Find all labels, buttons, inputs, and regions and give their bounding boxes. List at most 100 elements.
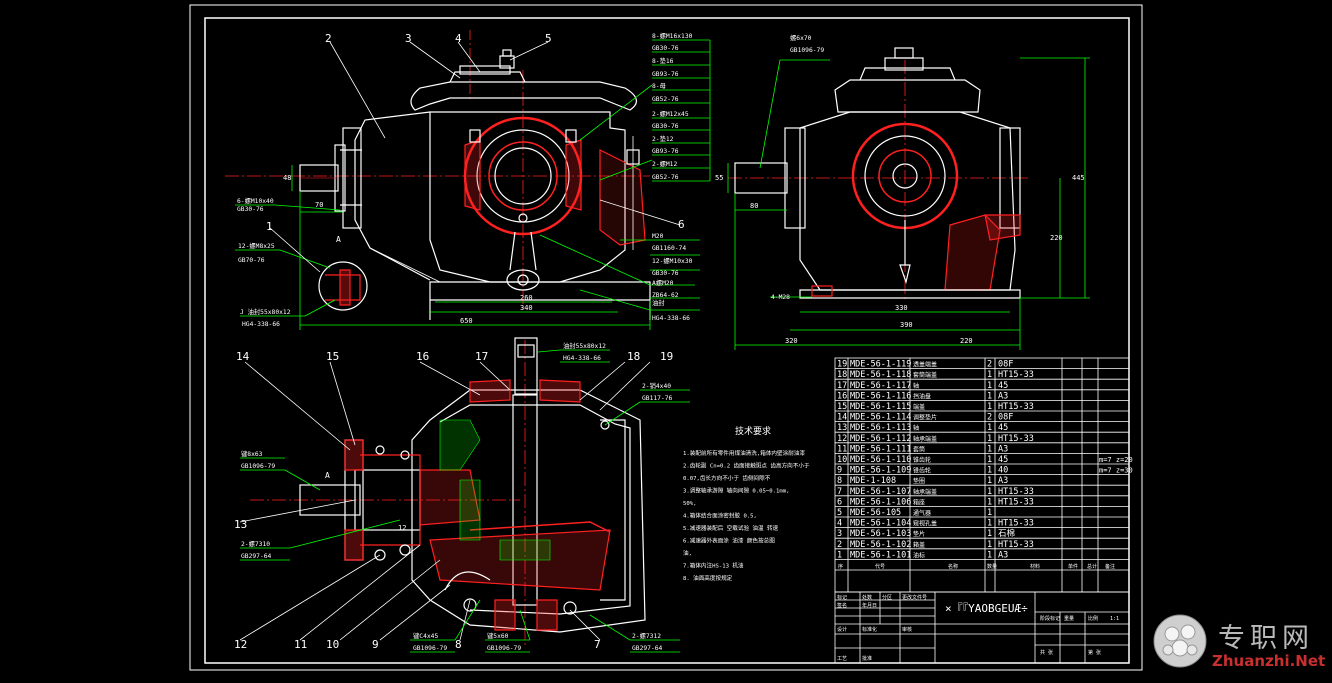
callout-label: GB1096-79 [241,463,275,470]
callout-label: GB52-76 [652,96,679,103]
part-balloon: 6 [678,218,685,231]
outer-frame [189,4,1143,671]
callout-label: 2-螺M12 [652,159,677,168]
side-view-dimensions [727,57,1090,350]
title-cell: 第 张 [1088,649,1101,656]
title-cell: 标准化 [862,626,877,633]
detail-label: A [336,235,341,244]
part-qty: 1 [987,519,992,529]
part-note: m=7 z=30 [1099,467,1133,475]
dimension-value: 650 [460,317,473,325]
dimension-value: 390 [900,321,913,329]
title-cell: 比例 [1088,615,1098,622]
tech-note-line: 7.箱体内注HS-13 机油 [683,562,744,570]
part-balloon: 8 [455,638,462,651]
section-label: 12 [398,524,406,532]
part-name: 锥齿轮 [913,456,931,464]
tech-note-line: 3.调整轴承游隙 轴向间隙 0.05~0.1mm, [683,487,789,495]
part-name: 端盖 [913,403,925,411]
part-qty: 1 [987,402,992,412]
callout-label: GB30-76 [652,45,679,52]
part-code: MDE-56-1-102 [850,540,911,550]
part-name: 箱盖 [913,541,925,549]
part-name: 油标 [913,551,925,559]
part-material: 45 [998,423,1008,433]
part-material: HT15-33 [998,487,1034,497]
part-number: 15 [837,402,847,412]
callout-label: GB117-76 [642,395,673,402]
callout-label: GB52-76 [652,174,679,181]
part-code: MDE-56-1-104 [850,519,911,529]
part-qty: 2 [987,413,992,423]
callout-label: 油封55x80x12 [563,341,606,350]
part-code: MDE-56-1-115 [850,402,911,412]
part-name: 套筒端盖 [913,371,937,379]
part-number: 3 [837,529,842,539]
part-balloon: 7 [594,638,601,651]
title-cell: 分区 [882,594,892,601]
table-header: 备注 [1105,563,1115,570]
part-code: MDE-56-1-103 [850,529,911,539]
callout-label: 键5x60 [487,631,509,640]
tech-note-line: 50%, [683,501,696,507]
dimension-value: 48 [283,174,291,182]
part-number: 17 [837,381,847,391]
title-cell: 批准 [862,655,872,662]
callout-label: GB30-76 [237,206,264,213]
tech-note-line: 4.箱体结合面涂密封胶 0.5, [683,512,757,520]
part-balloon: 17 [475,350,488,363]
part-number: 7 [837,487,842,497]
part-number: 13 [837,423,847,433]
title-cell: 签名 [837,602,847,609]
part-qty: 1 [987,444,992,454]
callout-label: 8-母 [652,82,666,90]
part-number: 9 [837,466,842,476]
part-qty: 1 [987,487,992,497]
part-material: A3 [998,476,1008,486]
part-balloon: 16 [416,350,429,363]
part-number: 5 [837,508,842,518]
part-balloon: 4 [455,32,462,45]
inner-frame [204,17,1130,664]
callout-label: 2-垫12 [652,134,674,143]
table-header: 代号 [875,563,885,570]
part-material: 08F [998,360,1013,370]
part-qty: 1 [987,529,992,539]
part-number: 2 [837,540,842,550]
part-code: MDE-56-1-111 [850,444,911,454]
part-name: 透盖端盖 [913,361,937,369]
part-code: MDE-56-105 [850,508,901,518]
part-balloon: 5 [545,32,552,45]
part-code: MDE-56-1-114 [850,413,911,423]
part-code: MDE-56-1-113 [850,423,911,433]
part-number: 18 [837,370,847,380]
part-number: 12 [837,434,847,444]
drawing-name: ×『『YAOBGEUÆ÷ [945,602,1028,615]
callout-label: HG4-338-66 [242,321,280,328]
title-cell: 阶段标记 [1040,615,1060,622]
part-name: 轴 [913,382,919,390]
part-material: A3 [998,550,1008,560]
callout-label: GB70-76 [238,257,265,264]
part-qty: 1 [987,466,992,476]
callout-label: 8-垫16 [652,56,674,65]
callout-label: 4-M28 [771,294,790,301]
callout-label: 螺6x70 [790,33,812,42]
callout-label: 键8x63 [241,449,263,458]
tech-note-line: 2.齿轮副 Cn=0.2 齿面接触斑点 齿高方向不小于 [683,462,810,470]
tech-note-line: 5.减速器装配后 空载试验 油温 转速 [683,524,779,532]
part-balloon: 18 [627,350,640,363]
callout-label: J 油封55x80x12 [240,307,291,316]
title-cell: 更改文件号 [902,594,927,601]
parts-table [834,357,1130,593]
dimension-value: 330 [895,304,908,312]
table-header: 单件 [1068,563,1078,570]
callout-label: M20 [652,233,664,240]
part-material: HT15-33 [998,497,1034,507]
table-header: 材料 [1030,563,1040,570]
